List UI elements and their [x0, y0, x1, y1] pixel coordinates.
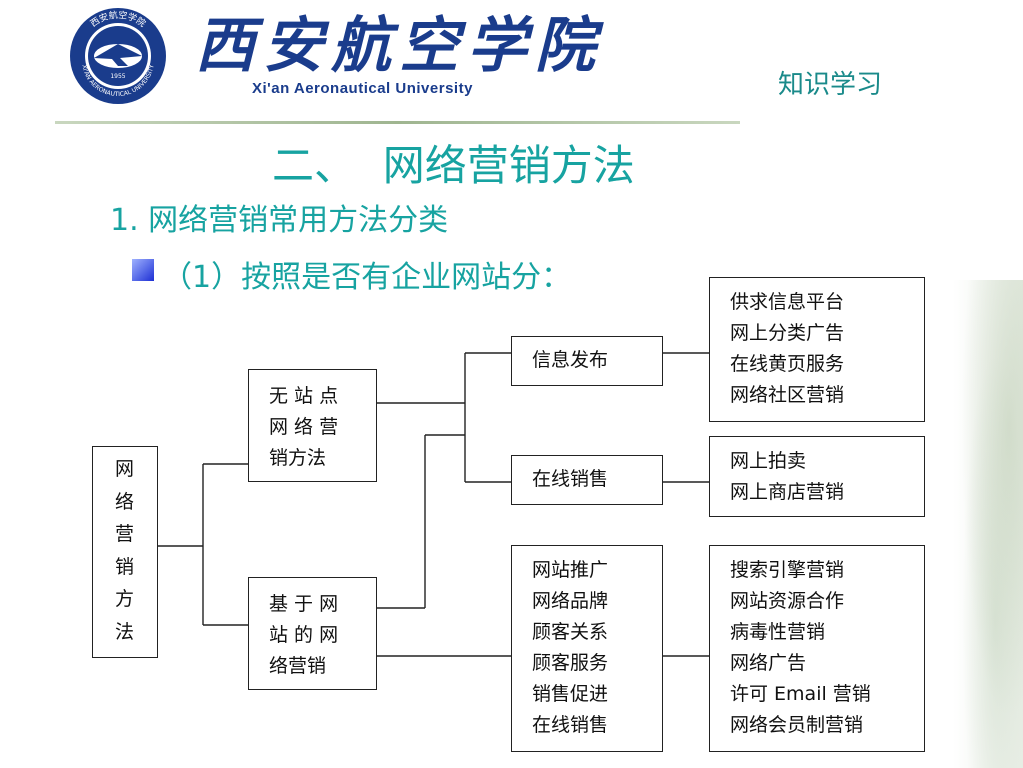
node-a1: 信息发布: [511, 336, 663, 386]
node-b1: 网站推广 网络品牌 顾客关系 顾客服务 销售促进 在线销售: [511, 545, 663, 752]
node-a2: 在线销售: [511, 455, 663, 505]
svg-text:1955: 1955: [110, 73, 125, 80]
node-a1-detail: 供求信息平台 网上分类广告 在线黄页服务 网络社区营销: [709, 277, 925, 422]
node-branch-b-label: 基 于 网 站 的 网 络营销: [269, 593, 339, 677]
decorative-texture: [953, 280, 1023, 768]
node-b1-detail-label: 搜索引擎营销 网站资源合作 病毒性营销 网络广告 许可 Email 营销 网络会…: [730, 559, 871, 736]
bullet-square-icon: [132, 259, 154, 281]
header-divider: [55, 121, 740, 124]
section-tag: 知识学习: [778, 70, 883, 100]
node-b1-detail: 搜索引擎营销 网站资源合作 病毒性营销 网络广告 许可 Email 营销 网络会…: [709, 545, 925, 752]
node-b1-label: 网站推广 网络品牌 顾客关系 顾客服务 销售促进 在线销售: [532, 559, 609, 736]
node-a1-detail-label: 供求信息平台 网上分类广告 在线黄页服务 网络社区营销: [730, 291, 845, 406]
node-branch-b: 基 于 网 站 的 网 络营销: [248, 577, 377, 690]
node-a2-label: 在线销售: [532, 468, 609, 490]
bullet-text: （1）按照是否有企业网站分：: [162, 260, 572, 295]
node-branch-a: 无 站 点 网 络 营 销方法: [248, 369, 377, 482]
node-root: 网 络 营 销 方 法: [92, 446, 158, 658]
node-a1-label: 信息发布: [532, 349, 609, 371]
node-a2-detail: 网上拍卖 网上商店营销: [709, 436, 925, 517]
bullet-item: （1）按照是否有企业网站分：: [132, 252, 571, 296]
node-a2-detail-label: 网上拍卖 网上商店营销: [730, 450, 845, 503]
university-name-calligraphy: 西安航空学院: [195, 11, 604, 81]
node-root-label: 网 络 营 销 方 法: [115, 458, 135, 643]
svg-text:西安航空学院: 西安航空学院: [195, 11, 604, 81]
node-branch-a-label: 无 站 点 网 络 营 销方法: [269, 385, 339, 469]
slide-title: 二、 网络营销方法: [272, 141, 635, 190]
university-name-english: Xi'an Aeronautical University: [252, 80, 473, 97]
subheading: 1. 网络营销常用方法分类: [110, 203, 449, 238]
university-seal-logo: 西安航空学院 XI'AN AERONAUTICAL UNIVERSITY 195…: [70, 8, 166, 104]
